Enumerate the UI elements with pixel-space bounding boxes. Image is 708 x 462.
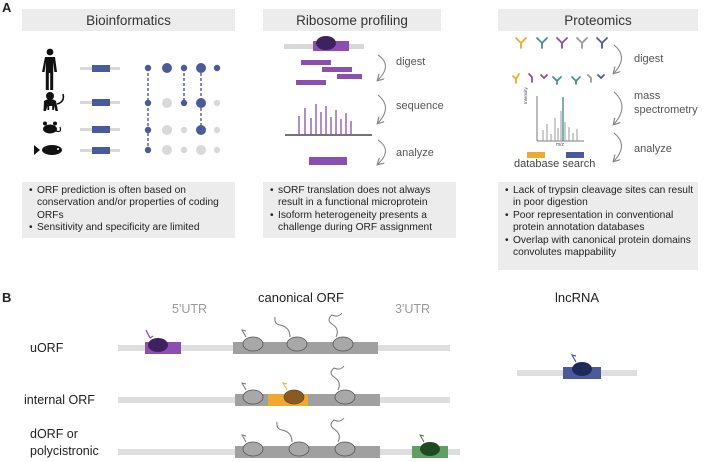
- monkey-icon: [43, 92, 65, 111]
- lncrna-label: lncRNA: [555, 290, 600, 305]
- conservation-gene-bars: [80, 65, 120, 154]
- human-icon: [42, 48, 57, 90]
- trypsin-peptides: [512, 37, 608, 85]
- ribosome-step-arrows: [378, 54, 387, 164]
- ribosome-profiling-diagram: [284, 36, 372, 165]
- ribosome-profiling-notes: sORF translation does not always result …: [263, 182, 456, 238]
- prot-step-digest: digest: [634, 53, 664, 65]
- fish-icon: [34, 145, 62, 155]
- uorf-transcript: [118, 312, 450, 354]
- proteomics-notes: Lack of trypsin cleavage sites can resul…: [498, 182, 698, 270]
- dorf-transcript: [118, 417, 460, 458]
- bioinformatics-header: Bioinformatics: [22, 9, 235, 31]
- ribo-step-sequence: sequence: [396, 100, 444, 112]
- ribosome-profiling-header: Ribosome profiling: [263, 9, 441, 31]
- utr5-label: 5'UTR: [172, 302, 208, 316]
- lncrna-transcript: [517, 354, 637, 379]
- prot-step-mass-spectrometry: mass spectrometry: [634, 90, 698, 116]
- row-label-internal-orf: internal ORF: [24, 393, 95, 407]
- proteomics-step-arrows: [614, 44, 623, 161]
- row-label-dorf-polycistronic: dORF or polycistronic: [30, 427, 99, 458]
- proteomics-note: Overlap with canonical protein domains c…: [505, 235, 694, 260]
- bioinformatics-notes: ORF prediction is often based on conserv…: [22, 182, 235, 238]
- proteomics-header: Proteomics: [498, 9, 698, 31]
- panel-a-label: A: [2, 0, 12, 15]
- mouse-icon: [43, 121, 62, 134]
- row-label-uorf: uORF: [30, 341, 64, 355]
- spectrum-ylabel: Intensity: [523, 87, 528, 104]
- conservation-dot-matrix: [144, 63, 221, 155]
- spectrum-xlabel: m/z: [556, 142, 565, 148]
- ribo-step-analyze: analyze: [396, 147, 434, 159]
- utr3-label: 3'UTR: [395, 302, 431, 316]
- internal-orf-transcript: [118, 365, 450, 406]
- database-search-label: database search: [514, 158, 596, 170]
- bioinformatics-note: ORF prediction is often based on conserv…: [29, 185, 231, 222]
- proteomics-note: Lack of trypsin cleavage sites can resul…: [505, 185, 694, 210]
- bioinformatics-note: Sensitivity and specificity are limited: [29, 222, 231, 235]
- ribosome-note: Isoform heterogeneity presents a challen…: [270, 210, 452, 235]
- prot-step-analyze: analyze: [634, 143, 672, 155]
- mass-spectrum-plot: [536, 96, 584, 142]
- ribosome-note: sORF translation does not always result …: [270, 185, 452, 210]
- canonical-orf-label: canonical ORF: [258, 290, 344, 305]
- panel-b-label: B: [2, 290, 12, 305]
- database-search-bars: [527, 152, 584, 158]
- proteomics-note: Poor representation in conventional prot…: [505, 210, 694, 235]
- ribo-step-digest: digest: [396, 56, 426, 68]
